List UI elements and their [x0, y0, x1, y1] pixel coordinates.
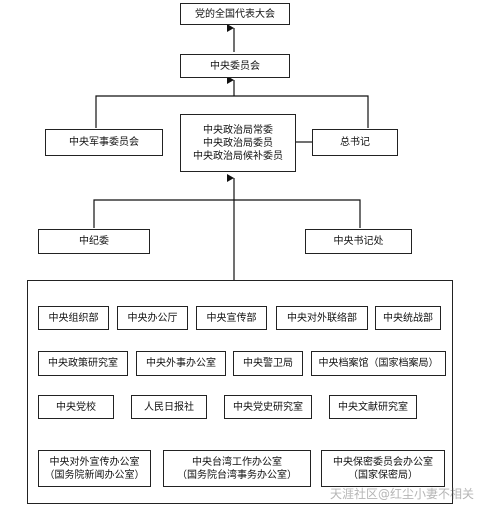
politburo-members: 中央政治局委员 — [203, 137, 273, 149]
national-congress-box: 党的全国代表大会 — [180, 3, 290, 25]
dept-peoples-daily: 人民日报社 — [131, 395, 207, 419]
dept-security-bureau: 中央警卫局 — [233, 351, 303, 376]
dept-archives: 中央档案馆（国家档案局） — [311, 351, 446, 376]
politburo-box: 中央政治局常委 中央政治局委员 中央政治局候补委员 — [180, 114, 296, 172]
dept-policy-research: 中央政策研究室 — [38, 351, 128, 376]
dept-secrecy-committee-alias: （国家保密局） — [348, 469, 418, 481]
dept-international-liaison: 中央对外联络部 — [276, 306, 368, 330]
dept-taiwan-affairs-alias: （国务院台湾事务办公室） — [177, 469, 297, 481]
dept-foreign-affairs-office: 中央外事办公室 — [136, 351, 226, 376]
bracket-upper — [95, 95, 369, 128]
dept-taiwan-affairs: 中央台湾工作办公室 （国务院台湾事务办公室） — [163, 450, 311, 487]
dept-taiwan-affairs-name: 中央台湾工作办公室 — [192, 456, 282, 468]
dept-party-school: 中央党校 — [38, 395, 114, 419]
dept-publicity: 中央宣传部 — [196, 306, 267, 330]
discipline-commission-box: 中纪委 — [38, 229, 150, 254]
dept-united-front: 中央统战部 — [375, 306, 441, 330]
dept-external-publicity: 中央对外宣传办公室 （国务院新闻办公室） — [38, 450, 151, 487]
dept-secrecy-committee-name: 中央保密委员会办公室 — [333, 456, 433, 468]
dept-party-history-research: 中央党史研究室 — [224, 395, 312, 419]
general-secretary-box: 总书记 — [312, 129, 398, 156]
politburo-alternate-members: 中央政治局候补委员 — [193, 150, 283, 162]
dept-organization: 中央组织部 — [38, 306, 109, 330]
bracket-lower — [93, 199, 361, 228]
dept-general-office: 中央办公厅 — [117, 306, 188, 330]
dept-literature-research: 中央文献研究室 — [329, 395, 417, 419]
dept-secrecy-committee: 中央保密委员会办公室 （国家保密局） — [321, 450, 445, 487]
secretariat-box: 中央书记处 — [305, 229, 412, 254]
politburo-standing-committee: 中央政治局常委 — [203, 124, 273, 136]
watermark: 天涯社区@红尘小妻不相关 — [329, 487, 474, 501]
military-commission-box: 中央军事委员会 — [45, 129, 163, 156]
central-committee-box: 中央委员会 — [180, 54, 290, 78]
dept-external-publicity-alias: （国务院新闻办公室） — [44, 469, 145, 481]
dept-external-publicity-name: 中央对外宣传办公室 — [49, 456, 140, 468]
